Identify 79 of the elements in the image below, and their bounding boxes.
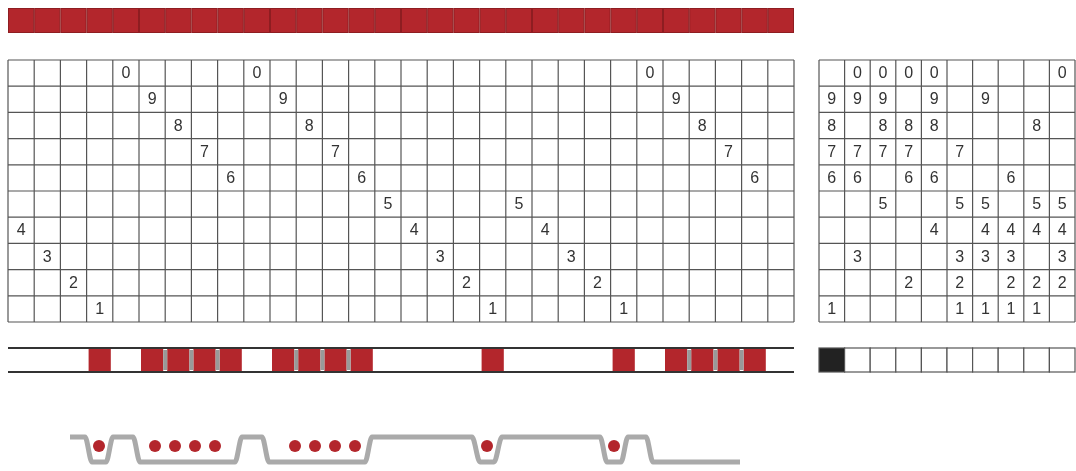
grid-number: 8 [1031, 117, 1042, 134]
grid-number: 0 [1057, 65, 1068, 82]
grid-number: 4 [540, 222, 551, 239]
grid-number: 8 [304, 117, 315, 134]
grid-number: 1 [487, 300, 498, 317]
grid-number: 6 [356, 169, 367, 186]
grid-number: 2 [954, 274, 965, 291]
grid-number: 8 [697, 117, 708, 134]
grid-number: 6 [929, 169, 940, 186]
grid-number: 6 [225, 169, 236, 186]
grid-number: 9 [671, 91, 682, 108]
grid-number: 7 [723, 143, 734, 160]
grid-number: 7 [199, 143, 210, 160]
grid-number: 8 [826, 117, 837, 134]
grid-number: 7 [826, 143, 837, 160]
grid-number: 4 [1031, 222, 1042, 239]
grid-number: 5 [954, 196, 965, 213]
grid-number: 8 [903, 117, 914, 134]
grid-number: 9 [929, 91, 940, 108]
grid-number: 7 [878, 143, 888, 160]
grid-number: 2 [68, 274, 79, 291]
grid-number: 4 [16, 222, 27, 239]
grid-number: 5 [1057, 196, 1068, 213]
grid-number: 2 [1006, 274, 1016, 291]
grid-number: 6 [903, 169, 914, 186]
grid-number: 6 [1006, 169, 1016, 186]
grid-number: 4 [929, 222, 940, 239]
grid-number: 3 [435, 248, 446, 265]
grid-number: 3 [954, 248, 965, 265]
grid-number: 4 [980, 222, 991, 239]
grid-number: 0 [903, 65, 914, 82]
grid-number: 2 [1057, 274, 1068, 291]
grid-number: 1 [618, 300, 629, 317]
grid-number: 0 [929, 65, 940, 82]
grid-number: 3 [852, 248, 863, 265]
grid-number: 1 [826, 300, 837, 317]
grid-number: 6 [749, 169, 760, 186]
grid-number: 4 [1006, 222, 1016, 239]
grid-number: 1 [980, 300, 991, 317]
grid-number: 6 [826, 169, 837, 186]
grid-number: 4 [1057, 222, 1068, 239]
grid-number: 0 [251, 65, 262, 82]
grid-number: 9 [147, 91, 158, 108]
grid-number: 3 [566, 248, 577, 265]
grid-number: 9 [278, 91, 289, 108]
grid-number: 2 [461, 274, 472, 291]
grid-number: 1 [954, 300, 965, 317]
grid-number: 9 [852, 91, 863, 108]
grid-number: 3 [1057, 248, 1068, 265]
grid-number: 1 [1031, 300, 1042, 317]
grid-number: 7 [954, 143, 965, 160]
grid-number: 0 [878, 65, 888, 82]
grid-number: 7 [330, 143, 341, 160]
grid-number: 9 [878, 91, 888, 108]
grid-number: 3 [980, 248, 991, 265]
grid-number: 5 [382, 196, 393, 213]
grid-number: 2 [592, 274, 603, 291]
grid-number: 4 [409, 222, 420, 239]
grid-number: 5 [513, 196, 524, 213]
grid-number: 8 [929, 117, 940, 134]
grid-number: 2 [903, 274, 914, 291]
grid-number: 0 [852, 65, 863, 82]
grid-number: 5 [1031, 196, 1042, 213]
grid-number: 6 [852, 169, 863, 186]
grid-number: 0 [644, 65, 655, 82]
grid-number: 8 [878, 117, 888, 134]
grid-number: 9 [826, 91, 837, 108]
grid-number: 1 [94, 300, 105, 317]
grid-number: 9 [980, 91, 991, 108]
grid-number: 7 [852, 143, 863, 160]
grid-number: 8 [173, 117, 184, 134]
grid-number: 7 [903, 143, 914, 160]
grid-number: 0 [120, 65, 131, 82]
grid-number: 1 [1006, 300, 1016, 317]
grid-number: 3 [42, 248, 53, 265]
grid-number: 2 [1031, 274, 1042, 291]
grid-number: 3 [1006, 248, 1016, 265]
grid-number: 5 [980, 196, 991, 213]
grid-number: 5 [878, 196, 888, 213]
